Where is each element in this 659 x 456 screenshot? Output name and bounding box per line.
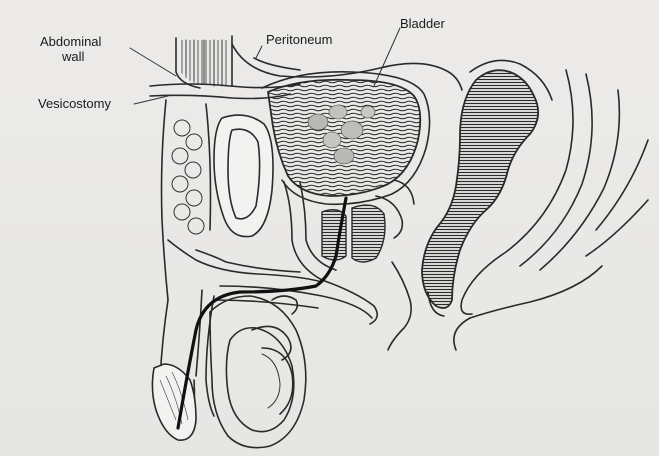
rectum — [422, 60, 552, 316]
label-vesicostomy: Vesicostomy — [38, 96, 111, 111]
catheter-line — [178, 198, 346, 428]
pubic-bone — [214, 115, 273, 237]
penis — [152, 240, 372, 440]
label-abdominal-wall-line2: wall — [40, 49, 101, 64]
label-bladder: Bladder — [400, 16, 445, 31]
scrotum-testis — [210, 296, 306, 448]
subcutaneous-fat — [162, 100, 211, 300]
label-peritoneum: Peritoneum — [266, 32, 332, 47]
abdominal-wall-muscle — [176, 36, 232, 88]
label-abdominal-wall: Abdominal wall — [40, 34, 101, 64]
label-abdominal-wall-line1: Abdominal — [40, 34, 101, 49]
